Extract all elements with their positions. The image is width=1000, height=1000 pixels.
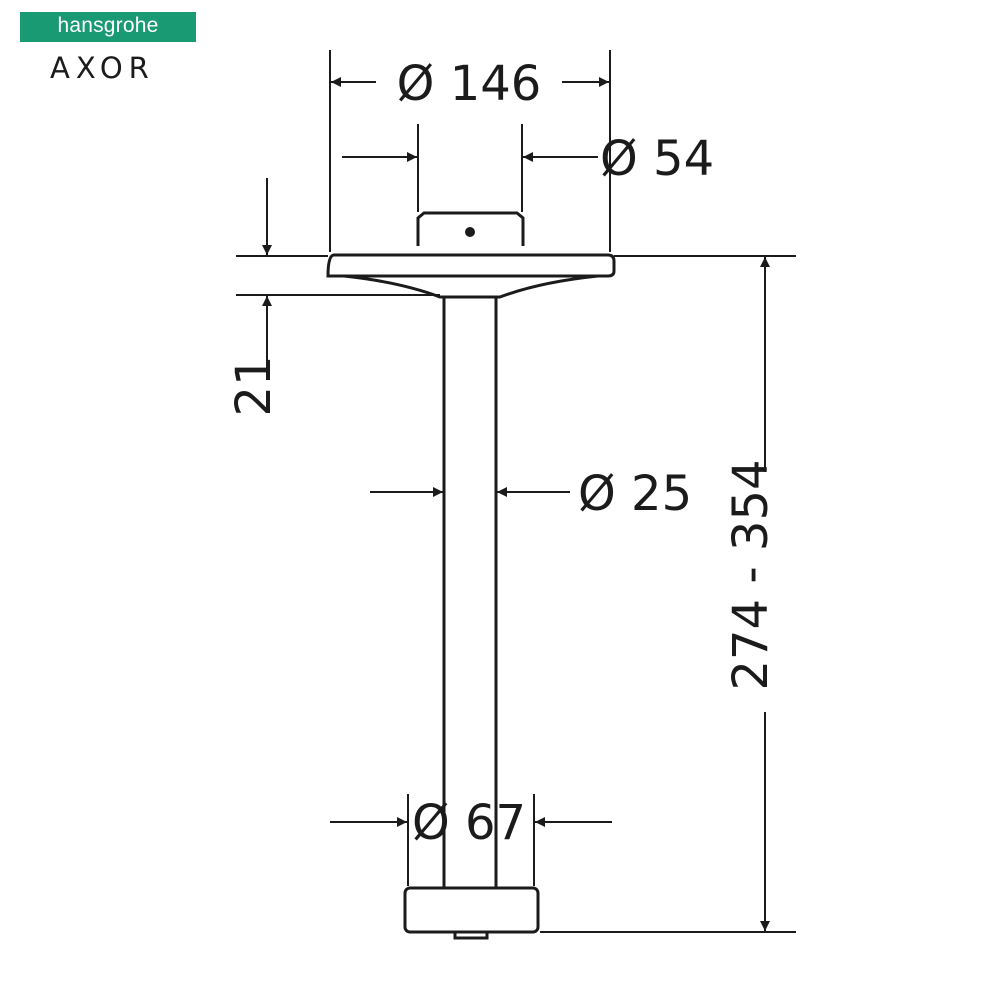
connector-screw xyxy=(465,227,475,237)
dim-connector-diameter: Ø 54 xyxy=(600,131,714,187)
dimension-lines xyxy=(236,50,796,933)
plate-cone xyxy=(343,274,599,299)
dim-total-length: 274 - 354 xyxy=(723,459,779,690)
hansgrohe-logo-text: hansgrohe xyxy=(57,14,159,37)
top-connector xyxy=(416,211,525,246)
bottom-connector xyxy=(403,886,540,934)
bottom-nipple xyxy=(453,932,489,940)
product-outline xyxy=(326,211,616,940)
dim-bottom-diameter: Ø 67 xyxy=(412,795,526,851)
dimension-labels: Ø 146 Ø 54 21 Ø 25 Ø 67 274 - 354 xyxy=(226,56,779,851)
ceiling-plate xyxy=(326,253,616,278)
dim-plate-thickness: 21 xyxy=(226,355,282,416)
hansgrohe-logo: hansgrohe xyxy=(20,12,196,42)
axor-brand-name: AXOR xyxy=(50,51,155,85)
dim-pipe-diameter: Ø 25 xyxy=(578,466,692,522)
dim-top-diameter: Ø 146 xyxy=(397,56,542,112)
